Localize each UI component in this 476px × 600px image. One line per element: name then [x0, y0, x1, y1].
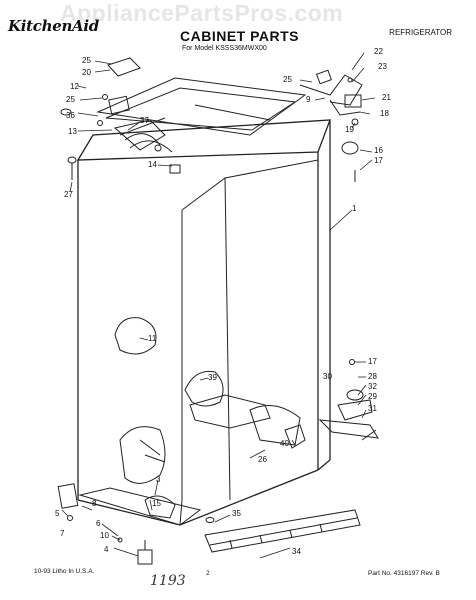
- callout-14: 14: [148, 160, 157, 169]
- callout-31: 31: [368, 404, 377, 413]
- callout-29: 29: [368, 392, 377, 401]
- callout-34: 34: [292, 547, 301, 556]
- callout-19: 19: [345, 125, 354, 134]
- callout-28: 28: [368, 372, 377, 381]
- callout-11: 11: [148, 334, 157, 343]
- callout-21: 21: [382, 93, 391, 102]
- callout-17: 17: [368, 357, 377, 366]
- callout-40: 40: [280, 439, 289, 448]
- callout-18: 18: [380, 109, 389, 118]
- callout-36: 36: [66, 111, 75, 120]
- footer-print-info: 10-93 Litho In U.S.A.: [34, 568, 95, 575]
- category-label: REFRIGERATOR: [389, 28, 452, 37]
- callout-9: 9: [306, 95, 311, 104]
- cabinet-body: [76, 119, 331, 526]
- callout-13: 13: [68, 127, 77, 136]
- brand-logo: KitchenAid: [8, 17, 99, 35]
- callout-12: 12: [70, 82, 79, 91]
- bottom-grille: [204, 509, 361, 553]
- callout-23: 23: [378, 62, 387, 71]
- callout-17: 17: [374, 156, 383, 165]
- model-subtitle: For Model KSSS36MWX00: [182, 45, 267, 52]
- leader-lines: [61, 52, 376, 559]
- callout-25: 25: [66, 95, 75, 104]
- callout-20: 20: [82, 68, 91, 77]
- callout-3: 3: [156, 475, 161, 484]
- footer-part-number: Part No. 4316197 Rev. B: [368, 570, 440, 577]
- bottom-right-hinge: [318, 359, 379, 441]
- callout-10: 10: [100, 531, 109, 540]
- footer-page-number: 2: [206, 570, 210, 577]
- top-plate: [96, 77, 307, 136]
- callout-7: 7: [60, 529, 65, 538]
- callout-32: 32: [368, 382, 377, 391]
- callout-8: 8: [92, 499, 97, 508]
- handwritten-note: 1193: [150, 573, 186, 589]
- callout-25: 25: [283, 75, 292, 84]
- callout-5: 5: [55, 509, 60, 518]
- top-left-brackets: [60, 57, 181, 174]
- callout-16: 16: [374, 146, 383, 155]
- callout-26: 26: [258, 455, 267, 464]
- callout-37: 37: [140, 116, 149, 125]
- callout-35: 35: [232, 509, 241, 518]
- callout-4: 4: [104, 545, 109, 554]
- callout-1: 1: [352, 204, 357, 213]
- callout-27: 27: [64, 190, 73, 199]
- watermark: AppliancePartsPros.com: [60, 0, 344, 26]
- callout-39: 39: [208, 373, 217, 382]
- callout-30: 30: [323, 372, 332, 381]
- callout-25: 25: [82, 56, 91, 65]
- callout-6: 6: [96, 519, 101, 528]
- screw-27: [67, 156, 77, 180]
- callout-15: 15: [152, 499, 161, 508]
- bottom-left-parts: [57, 483, 202, 565]
- callout-22: 22: [374, 47, 383, 56]
- page-title: CABINET PARTS: [180, 28, 300, 44]
- interior-cutouts: [114, 317, 306, 484]
